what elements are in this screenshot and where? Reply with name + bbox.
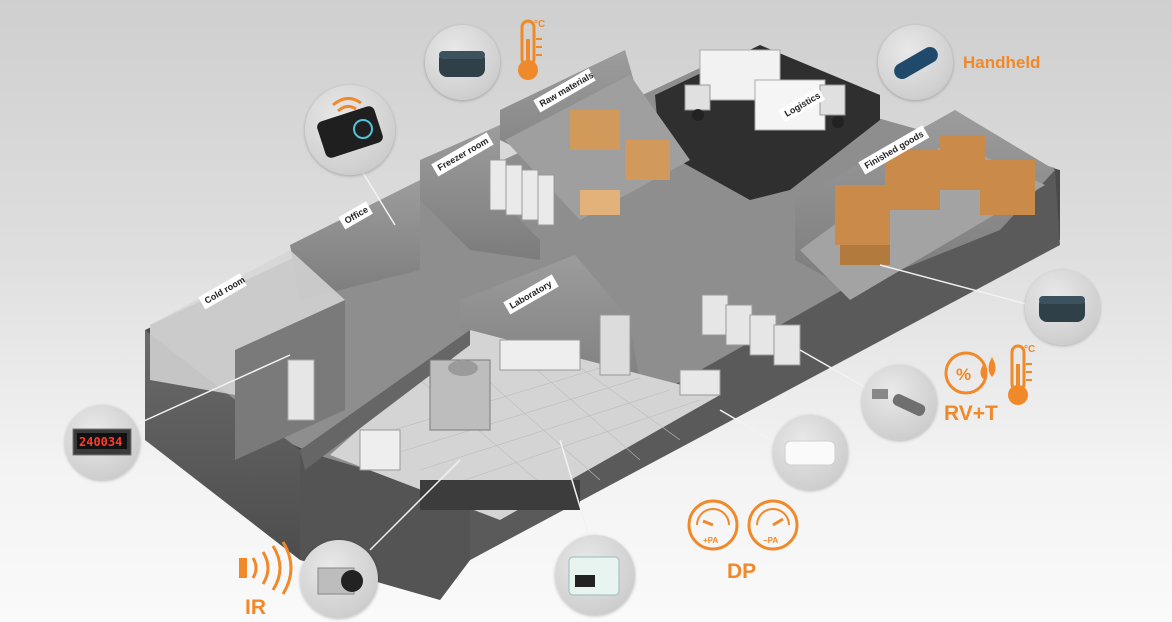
freezer-cabinets xyxy=(489,159,555,226)
laboratory-floor xyxy=(330,330,720,520)
gateway-badge xyxy=(773,415,848,490)
pressure-gauge-icon: +PA −PA xyxy=(687,499,799,551)
humidity-icon: % xyxy=(944,351,996,395)
celsius-right: °C xyxy=(1024,344,1035,355)
incubator-units xyxy=(701,294,801,366)
outer-wall-right xyxy=(470,170,1060,560)
incubator-badge xyxy=(555,535,635,615)
gateway-icon xyxy=(784,440,836,466)
probe-badge xyxy=(862,365,937,440)
cold-room-door xyxy=(287,359,315,421)
display-badge: 240034 xyxy=(65,405,140,480)
outer-wall-left xyxy=(145,330,300,560)
finished-goods-shelves xyxy=(835,135,1035,265)
thermometer-icon-right: °C xyxy=(1008,344,1035,405)
dp-label: DP xyxy=(727,560,757,583)
laboratory-wall-front xyxy=(300,330,470,470)
incubator-device-icon xyxy=(568,556,620,596)
ir-label: IR xyxy=(245,596,266,619)
ir-waves-icon xyxy=(239,541,293,595)
ir-camera-badge xyxy=(300,540,378,618)
celsius-top: °C xyxy=(534,19,545,30)
gauge-minus-pa: −PA xyxy=(763,536,778,545)
office-wall xyxy=(290,180,420,300)
percent-symbol: % xyxy=(956,365,971,384)
logger-device-badge-top xyxy=(425,25,500,100)
raw-materials-boxes xyxy=(570,110,670,215)
handheld-logger-icon xyxy=(894,47,938,79)
wireless-display-icon xyxy=(317,97,383,158)
rv-t-label: RV+T xyxy=(944,402,998,425)
display-value: 240034 xyxy=(79,435,122,449)
data-logger-icon xyxy=(1039,296,1085,322)
digital-display-icon: 240034 xyxy=(72,428,132,456)
thermometer-icon: °C xyxy=(518,19,545,80)
laboratory-equipment xyxy=(359,314,721,510)
data-logger-icon xyxy=(439,51,485,77)
wireless-display-badge xyxy=(305,85,395,175)
handheld-label: Handheld xyxy=(963,53,1041,72)
ir-camera-icon xyxy=(317,567,363,595)
handheld-badge xyxy=(878,25,953,100)
gauge-plus-pa: +PA xyxy=(703,536,718,545)
probe-sensor-icon xyxy=(872,389,926,416)
logger-device-badge-right xyxy=(1025,270,1100,345)
connector-lines xyxy=(134,154,1031,551)
